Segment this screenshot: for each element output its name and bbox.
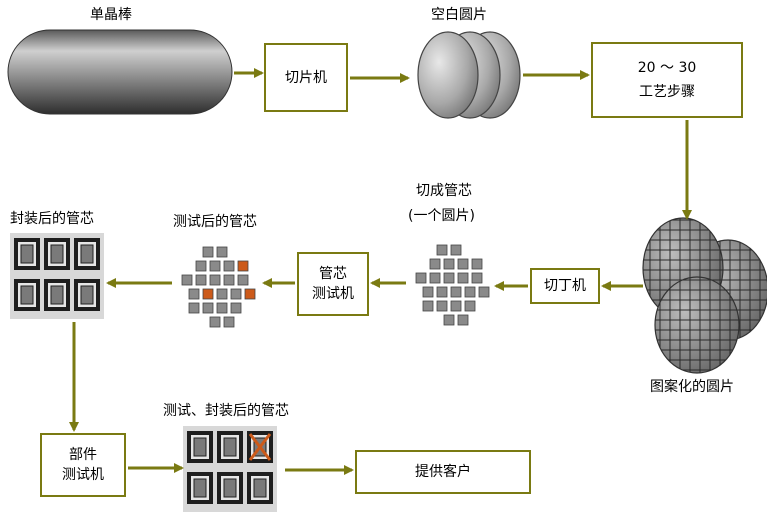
chip-tester-label-2: 测试机 — [312, 286, 354, 302]
chip-tester-label-1: 管芯 — [319, 266, 347, 282]
chip — [202, 246, 214, 258]
chip — [230, 288, 242, 300]
chip — [188, 302, 200, 314]
deliver-box: 提供客户 — [355, 450, 531, 494]
chip — [415, 272, 427, 284]
chip — [436, 286, 448, 298]
deliver-label: 提供客户 — [415, 464, 471, 480]
chip — [422, 286, 434, 298]
chip — [216, 302, 228, 314]
chip — [443, 272, 455, 284]
chip — [429, 272, 441, 284]
ingot-cylinder — [7, 29, 233, 115]
final-chip-grid — [183, 426, 277, 512]
diced-chips-sub-label: (一个圆片) — [408, 208, 475, 224]
packaged-chips-label: 封装后的管芯 — [10, 211, 94, 227]
chip — [237, 274, 249, 286]
part-tester-label-1: 部件 — [69, 447, 97, 463]
tested-chip-cluster — [181, 246, 256, 328]
chip — [457, 258, 469, 270]
dicer-box: 切丁机 — [530, 268, 600, 304]
chip — [195, 260, 207, 272]
chip — [450, 286, 462, 298]
patterned-wafer-stack — [642, 217, 767, 374]
chip-tester-box: 管芯 测试机 — [297, 252, 369, 316]
failed-chip — [202, 288, 214, 300]
tested-chips-label: 测试后的管芯 — [173, 214, 257, 230]
chip — [443, 314, 455, 326]
diced-chip-cluster — [415, 244, 490, 326]
chip — [216, 288, 228, 300]
chip — [188, 288, 200, 300]
chip — [209, 274, 221, 286]
process-steps-box: 20 ～ 30 工艺步骤 — [591, 42, 743, 118]
chip — [464, 300, 476, 312]
chip — [223, 316, 235, 328]
final-chips-label: 测试、封装后的管芯 — [163, 403, 289, 419]
process-steps-label: 工艺步骤 — [639, 84, 695, 100]
chip — [450, 244, 462, 256]
patterned-wafer-label: 图案化的圆片 — [650, 379, 734, 395]
chip — [436, 300, 448, 312]
dicer-label: 切丁机 — [544, 278, 586, 294]
chip — [209, 260, 221, 272]
chip — [457, 314, 469, 326]
chip — [223, 260, 235, 272]
chip — [181, 274, 193, 286]
failed-chip — [244, 288, 256, 300]
failed-chip — [237, 260, 249, 272]
part-tester-box: 部件 测试机 — [40, 433, 126, 497]
reject-mark — [248, 433, 272, 461]
diced-chips-label: 切成管芯 — [416, 183, 472, 199]
chip — [216, 246, 228, 258]
process-steps-count: 20 ～ 30 — [637, 60, 697, 76]
blank-wafer-label: 空白圆片 — [431, 7, 487, 23]
chip — [230, 302, 242, 314]
chip — [429, 258, 441, 270]
chip — [464, 286, 476, 298]
chip — [457, 272, 469, 284]
chip — [450, 300, 462, 312]
chip — [422, 300, 434, 312]
chip — [471, 272, 483, 284]
part-tester-label-2: 测试机 — [62, 467, 104, 483]
chip — [478, 286, 490, 298]
chip — [202, 302, 214, 314]
ingot-label: 单晶棒 — [90, 7, 132, 23]
chip — [471, 258, 483, 270]
chip — [209, 316, 221, 328]
slicer-box: 切片机 — [264, 43, 348, 112]
chip — [195, 274, 207, 286]
packaged-chip-grid — [10, 233, 104, 319]
chip — [223, 274, 235, 286]
blank-wafer-stack — [417, 31, 521, 119]
chip — [436, 244, 448, 256]
flow-arrows — [69, 68, 692, 475]
slicer-label: 切片机 — [285, 69, 327, 86]
chip — [443, 258, 455, 270]
